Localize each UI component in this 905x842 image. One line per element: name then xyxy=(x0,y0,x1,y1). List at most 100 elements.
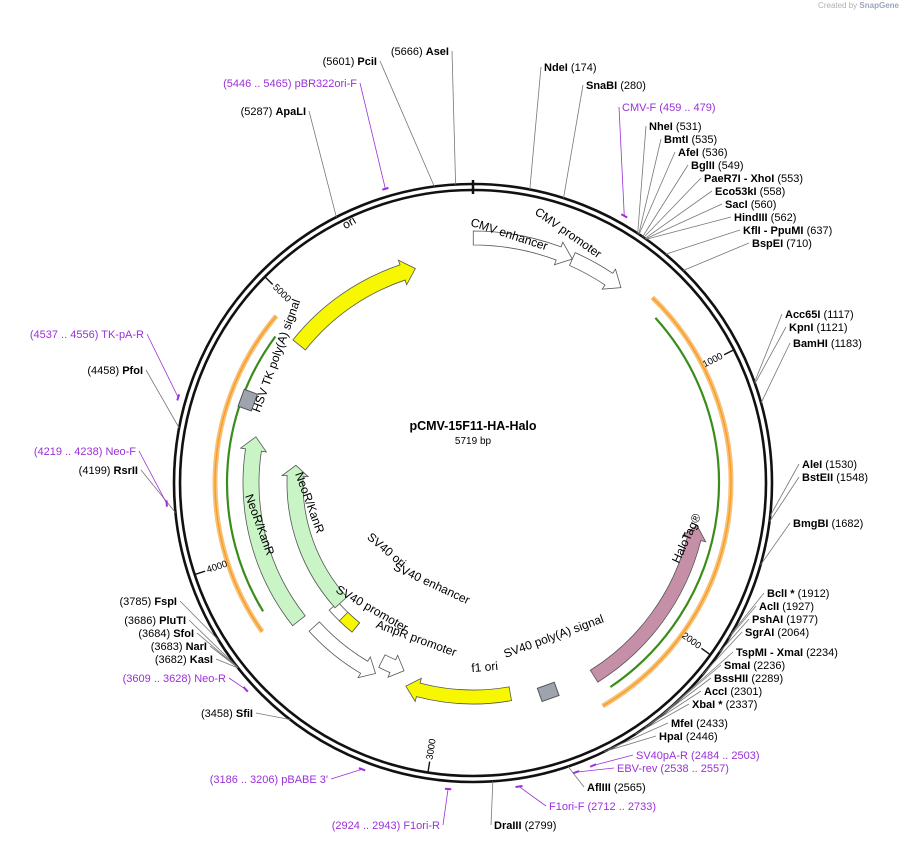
primer-range: (4219 .. 4238) xyxy=(34,446,103,458)
feature-label-sv40-promoter: SV40 promoter xyxy=(334,582,411,634)
enzyme-label-sgrai: SgrAI (2064) xyxy=(745,627,809,639)
primer-leader xyxy=(576,767,615,773)
ruler-label: 3000 xyxy=(425,738,439,761)
primer-label-neo-r: (3609 .. 3628) Neo-R xyxy=(123,673,226,685)
primer-leader xyxy=(442,788,449,826)
enzyme-position: (3684) xyxy=(138,628,170,640)
feature-f1-ori xyxy=(405,677,512,705)
primer-label-pbr322ori-f: (5446 .. 5465) pBR322ori-F xyxy=(223,78,357,90)
enzyme-position: (1117) xyxy=(824,309,854,321)
enzyme-label-apali: (5287) ApaLI xyxy=(241,106,306,118)
enzyme-leader xyxy=(769,463,800,517)
enzyme-leader xyxy=(644,690,702,728)
enzyme-position: (1548) xyxy=(836,472,868,484)
enzyme-name: AleI xyxy=(802,459,822,471)
enzyme-name: HpaI xyxy=(659,731,683,743)
enzyme-name: PluTI xyxy=(159,615,186,627)
enzyme-leader xyxy=(646,216,732,240)
snapgene-logo: SnapGene xyxy=(859,1,899,10)
primer-name: CMV-F xyxy=(622,102,657,114)
enzyme-leader xyxy=(644,190,713,239)
primer-name: Neo-R xyxy=(194,673,226,685)
enzyme-name: AseI xyxy=(426,46,449,58)
enzyme-label-kfli-ppumi: KflI - PpuMI (637) xyxy=(743,225,832,237)
enzyme-name: AfeI xyxy=(678,147,699,159)
feature-halotag xyxy=(589,524,707,683)
enzyme-name: BmtI xyxy=(664,134,688,146)
enzyme-position: (1912) xyxy=(798,588,830,600)
enzyme-position: (549) xyxy=(718,160,744,172)
enzyme-name: TspMI - XmaI xyxy=(736,647,803,659)
enzyme-leader xyxy=(769,476,800,522)
enzyme-label-bspei: BspEI (710) xyxy=(752,238,812,250)
enzyme-name: KpnI xyxy=(789,322,813,334)
enzyme-name: NarI xyxy=(186,641,207,653)
enzyme-position: (2446) xyxy=(686,731,718,743)
primer-leader xyxy=(359,82,386,189)
enzyme-leader xyxy=(308,110,337,218)
enzyme-label-afei: AfeI (536) xyxy=(678,147,728,159)
enzyme-name: BamHI xyxy=(793,338,828,350)
ruler-label: 4000 xyxy=(205,559,229,576)
primer-label-f1ori-f: F1ori-F (2712 .. 2733) xyxy=(549,801,656,813)
enzyme-label-fspi: (3785) FspI xyxy=(120,596,177,608)
primer-mark xyxy=(358,767,366,772)
primer-mark xyxy=(176,394,181,401)
primer-leader xyxy=(146,333,179,398)
ruler-tick xyxy=(194,570,206,576)
enzyme-leader xyxy=(645,203,723,240)
enzyme-position: (2799) xyxy=(525,820,557,832)
plasmid-length: 5719 bp xyxy=(455,436,492,447)
enzyme-name: KflI - PpuMI xyxy=(743,225,804,237)
enzyme-position: (5601) xyxy=(323,56,355,68)
enzyme-label-bcli: BclI * (1912) xyxy=(767,588,829,600)
enzyme-position: (562) xyxy=(771,212,797,224)
enzyme-name: PshAI xyxy=(752,614,783,626)
ruler-tick xyxy=(264,276,274,285)
plasmid-name: pCMV-15F11-HA-Halo xyxy=(409,419,536,433)
enzyme-position: (1183) xyxy=(831,338,862,350)
enzyme-leader xyxy=(635,703,690,735)
enzyme-name: BssHII xyxy=(714,673,748,685)
orf-inner-arc xyxy=(609,317,721,688)
primer-mark xyxy=(242,686,249,693)
orf-inner-arc xyxy=(225,335,277,612)
enzyme-label-hpai: HpaI (2446) xyxy=(659,731,718,743)
primer-name: Neo-F xyxy=(105,446,136,458)
enzyme-leader xyxy=(188,619,238,668)
primer-range: (2484 .. 2503) xyxy=(691,750,760,762)
snapgene-credit: Created by SnapGene xyxy=(818,1,899,10)
primer-leader xyxy=(618,106,625,216)
enzyme-name: SnaBI xyxy=(586,80,617,92)
primer-mark xyxy=(572,770,580,775)
enzyme-name: NheI xyxy=(649,121,673,133)
primer-mark xyxy=(382,186,389,191)
enzyme-position: (1121) xyxy=(817,322,848,334)
enzyme-position: (2064) xyxy=(777,627,809,639)
primer-range: (2538 .. 2557) xyxy=(660,763,729,775)
primer-range: (3186 .. 3206) xyxy=(210,774,279,786)
enzyme-name: SmaI xyxy=(724,660,750,672)
feature-sv40-poly-a-signal xyxy=(536,681,560,703)
enzyme-leader xyxy=(604,735,657,753)
enzyme-label-sfii: (3458) SfiI xyxy=(201,708,253,720)
enzyme-position: (1977) xyxy=(786,614,818,626)
primer-range: (4537 .. 4556) xyxy=(30,329,99,341)
enzyme-position: (3683) xyxy=(151,641,183,653)
primer-leader xyxy=(593,754,634,766)
enzyme-position: (5287) xyxy=(241,106,273,118)
enzyme-leader xyxy=(638,138,662,235)
enzyme-position: (2289) xyxy=(751,673,783,685)
enzyme-name: BclI * xyxy=(767,588,795,600)
primer-name: TK-pA-R xyxy=(101,329,144,341)
enzyme-name: PciI xyxy=(357,56,377,68)
enzyme-leader xyxy=(490,781,494,826)
enzyme-name: NdeI xyxy=(544,62,568,74)
feature-label-sv40-enhancer: SV40 enhancer xyxy=(391,560,472,608)
enzyme-label-xbai: XbaI * (2337) xyxy=(692,699,757,711)
enzyme-position: (2565) xyxy=(614,782,646,794)
enzyme-leader xyxy=(607,722,669,751)
feature-label-hsv-tk-poly-a-signal: HSV TK poly(A) signal xyxy=(249,297,303,414)
